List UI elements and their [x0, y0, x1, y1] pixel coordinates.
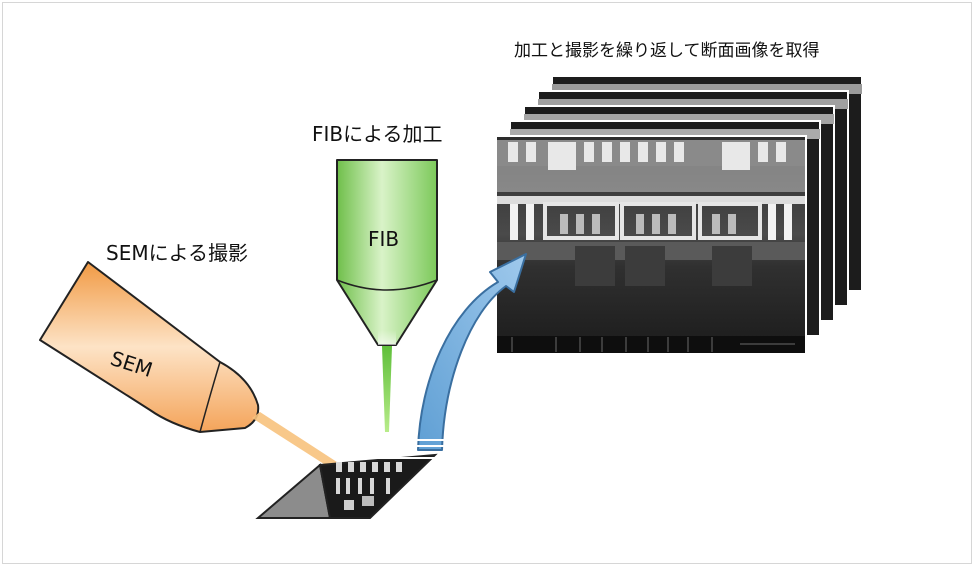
fib-column	[336, 159, 438, 432]
sem-image-stack	[495, 75, 863, 355]
sample-block	[255, 439, 462, 519]
fib-caption: FIBによる加工	[312, 122, 443, 146]
fib-beam	[382, 346, 392, 432]
sem-column	[39, 261, 380, 496]
stack-caption: 加工と撮影を繰り返して断面画像を取得	[514, 41, 820, 61]
sem-caption: SEMによる撮影	[106, 241, 248, 265]
fib-column-label: FIB	[368, 227, 400, 251]
sem-image-front	[495, 135, 807, 355]
curved-arrow-icon	[417, 253, 527, 451]
